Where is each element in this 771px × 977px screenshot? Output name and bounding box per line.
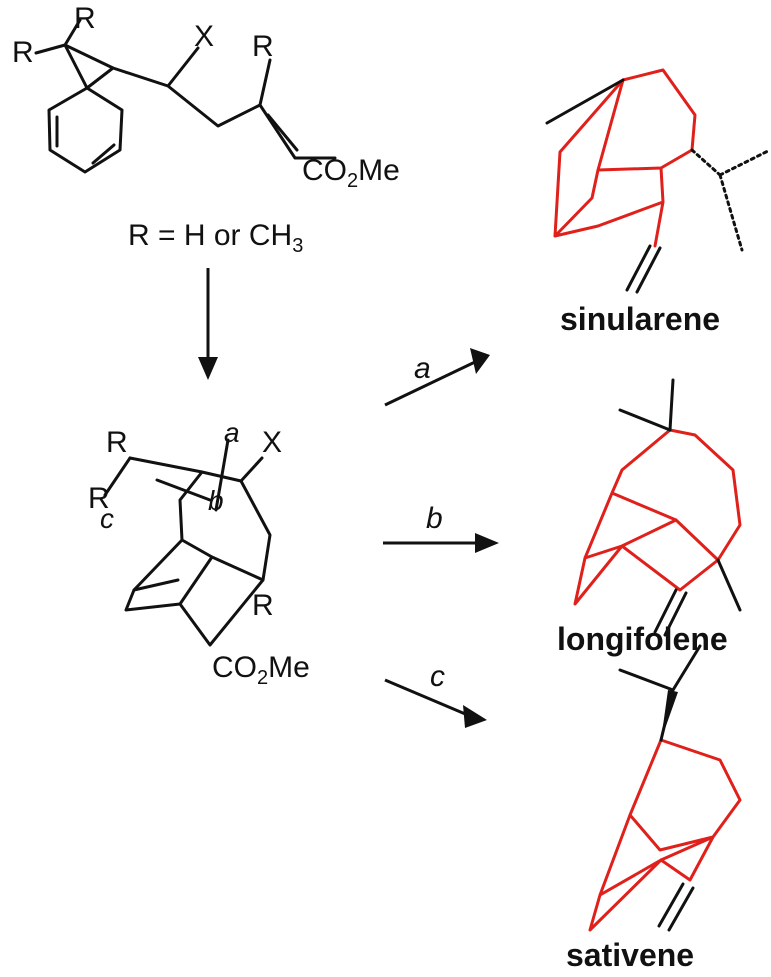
cage-alkene (132, 578, 180, 592)
tricyclic-intermediate: R R X a b c R CO2Me (88, 417, 310, 689)
path-label-a: a (414, 352, 431, 385)
longifolene-gem-dimethyl (618, 378, 675, 432)
sinularene-isopropyl (690, 148, 771, 252)
diene-double-bonds (55, 115, 116, 165)
bond-label-a: a (224, 417, 240, 448)
sinularene-methyl (545, 78, 625, 125)
intermediate-r-left: R (88, 482, 110, 515)
intermediate-r-top: R (106, 426, 128, 459)
longifolene-name: longifolene (557, 621, 728, 657)
substituent-condition: R = H or CH3 (128, 219, 303, 257)
cage-substituents (103, 438, 264, 512)
pathway-a: a (384, 348, 490, 407)
longifolene-structure: longifolene (557, 378, 742, 657)
sativene-structure: sativene (566, 644, 742, 973)
longifolene-methyl (716, 558, 742, 612)
starting-material: R R X R CO2Me R = H or CH3 (12, 2, 400, 257)
r-label-left: R (12, 36, 34, 69)
intermediate-ester: CO2Me (212, 651, 310, 689)
sativene-wedge-bond (661, 690, 678, 740)
intermediate-r-quaternary: R (252, 589, 274, 622)
path-label-b: b (426, 502, 443, 535)
ester-label: CO2Me (302, 154, 400, 192)
sinularene-skeleton (553, 68, 697, 248)
x-label: X (194, 20, 214, 53)
path-label-c: c (430, 660, 445, 693)
cyclopropane-ring (63, 43, 115, 90)
alkene-double-bond (266, 113, 299, 152)
sinularene-name: sinularene (560, 301, 720, 337)
cyclopentadiene-ring (47, 86, 124, 174)
bond-label-c: c (100, 503, 114, 534)
cycloaddition-arrow (198, 268, 218, 380)
intermediate-x: X (262, 426, 282, 459)
sativene-isopropyl (618, 644, 702, 742)
cage-bonds (124, 456, 272, 647)
sinularene-structure: sinularene (545, 68, 771, 337)
sinularene-exocyclic-methylene (625, 244, 662, 294)
sativene-skeleton (588, 738, 742, 932)
r-label-chain: R (252, 30, 274, 63)
pathway-c: c (384, 660, 487, 728)
bond-label-b: b (208, 485, 224, 516)
longifolene-exocyclic-methylene (653, 588, 688, 637)
sativene-exocyclic-methylene (657, 882, 695, 932)
side-chain (111, 46, 337, 160)
pathway-b: b (383, 502, 499, 553)
r-label-top: R (74, 2, 96, 35)
sativene-name: sativene (566, 937, 694, 973)
longifolene-skeleton (573, 428, 742, 606)
cyclopropane-substituents (34, 18, 82, 55)
